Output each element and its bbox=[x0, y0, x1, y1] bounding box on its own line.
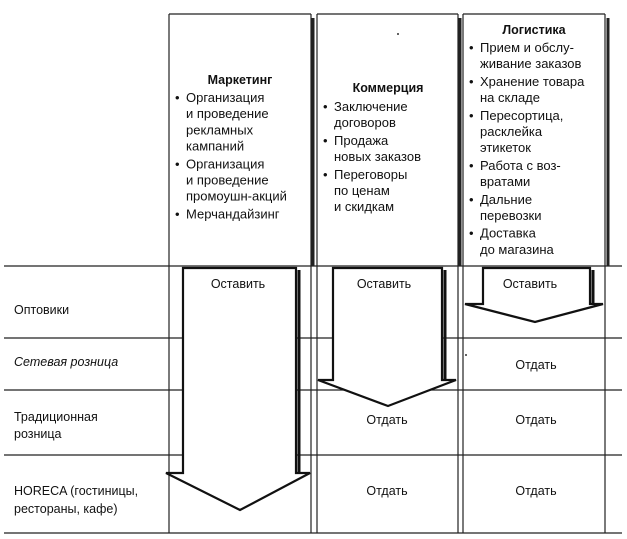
bullet-icon: • bbox=[469, 226, 474, 241]
logistics-traditional-give-label: Отдать bbox=[515, 413, 556, 427]
logistics-item-text: Работа с воз- bbox=[480, 158, 561, 173]
bullet-icon: • bbox=[323, 133, 328, 148]
marketing-item-text: Организация bbox=[186, 90, 264, 105]
bullet-icon: • bbox=[175, 156, 180, 171]
logistics-horeca-give-label: Отдать bbox=[515, 484, 556, 498]
logistics-keep-label: Оставить bbox=[503, 277, 557, 291]
commerce-item-text: Переговоры bbox=[334, 167, 407, 182]
marketing-keep-arrow bbox=[165, 266, 311, 512]
logistics-column-title: Логистика bbox=[502, 23, 566, 37]
marketing-item-text: и проведение bbox=[186, 106, 269, 121]
commerce-item-text: договоров bbox=[334, 115, 396, 130]
logistics-item-text: расклейка bbox=[480, 124, 543, 139]
marketing-item-text: промоушн-акций bbox=[186, 189, 287, 204]
wholesalers-row-label: Оптовики bbox=[14, 303, 69, 317]
commerce-item-text: Продажа bbox=[334, 133, 389, 148]
logistics-column: Логистика • Прием и обслу-живание заказов •… bbox=[469, 23, 585, 257]
bullet-icon: • bbox=[323, 167, 328, 182]
logistics-item-text: перевозки bbox=[480, 208, 541, 223]
arrow-shadows bbox=[297, 270, 595, 472]
scan-speck bbox=[397, 33, 399, 35]
bullet-icon: • bbox=[175, 206, 180, 221]
bullet-icon: • bbox=[469, 158, 474, 173]
horeca-row-label: HORECA (гостиницы, bbox=[14, 484, 138, 498]
bullet-icon: • bbox=[469, 192, 474, 207]
logistics-item-text: Доставка bbox=[480, 226, 537, 241]
bullet-icon: • bbox=[469, 40, 474, 55]
retail-chains-row-label: Сетевая розница bbox=[14, 355, 118, 369]
commerce-traditional-give-label: Отдать bbox=[366, 413, 407, 427]
traditional-retail-row-label: Традиционная bbox=[14, 410, 98, 424]
logistics-item-text: вратами bbox=[480, 174, 530, 189]
commerce-item-text: по ценам bbox=[334, 183, 390, 198]
bullet-icon: • bbox=[469, 74, 474, 89]
marketing-item-text: Мерчандайзинг bbox=[186, 206, 280, 221]
scan-speck bbox=[465, 354, 467, 356]
commerce-keep-arrow bbox=[317, 266, 457, 408]
grid-lines bbox=[4, 13, 622, 534]
marketing-item-text: рекламных bbox=[186, 122, 254, 137]
marketing-keep-label: Оставить bbox=[211, 277, 265, 291]
commerce-item-text: и скидкам bbox=[334, 199, 394, 214]
logistics-item-text: живание заказов bbox=[480, 56, 582, 71]
commerce-keep-label: Оставить bbox=[357, 277, 411, 291]
commerce-item-text: Заключение bbox=[334, 99, 408, 114]
keep-arrows bbox=[165, 266, 604, 512]
marketing-item-text: и проведение bbox=[186, 173, 269, 188]
logistics-item-text: на складе bbox=[480, 90, 540, 105]
commerce-item-text: новых заказов bbox=[334, 149, 421, 164]
logistics-item-text: Хранение товара bbox=[480, 74, 585, 89]
logistics-keep-arrow bbox=[464, 266, 604, 324]
traditional-retail-row-label: розница bbox=[14, 427, 62, 441]
bullet-icon: • bbox=[323, 99, 328, 114]
logistics-item-text: до магазина bbox=[480, 242, 555, 257]
marketing-item-text: кампаний bbox=[186, 139, 244, 154]
bullet-icon: • bbox=[469, 108, 474, 123]
logistics-item-text: Дальние bbox=[480, 192, 532, 207]
logistics-retail-chains-give-label: Отдать bbox=[515, 358, 556, 372]
logistics-item-text: этикеток bbox=[480, 140, 531, 155]
logistics-item-text: Пересортица, bbox=[480, 108, 563, 123]
commerce-horeca-give-label: Отдать bbox=[366, 484, 407, 498]
marketing-item-text: Организация bbox=[186, 156, 264, 171]
marketing-column-title: Маркетинг bbox=[208, 73, 273, 87]
bullet-icon: • bbox=[175, 90, 180, 105]
horeca-row-label: рестораны, кафе) bbox=[14, 502, 118, 516]
commerce-column-title: Коммерция bbox=[353, 81, 424, 95]
logistics-item-text: Прием и обслу- bbox=[480, 40, 574, 55]
